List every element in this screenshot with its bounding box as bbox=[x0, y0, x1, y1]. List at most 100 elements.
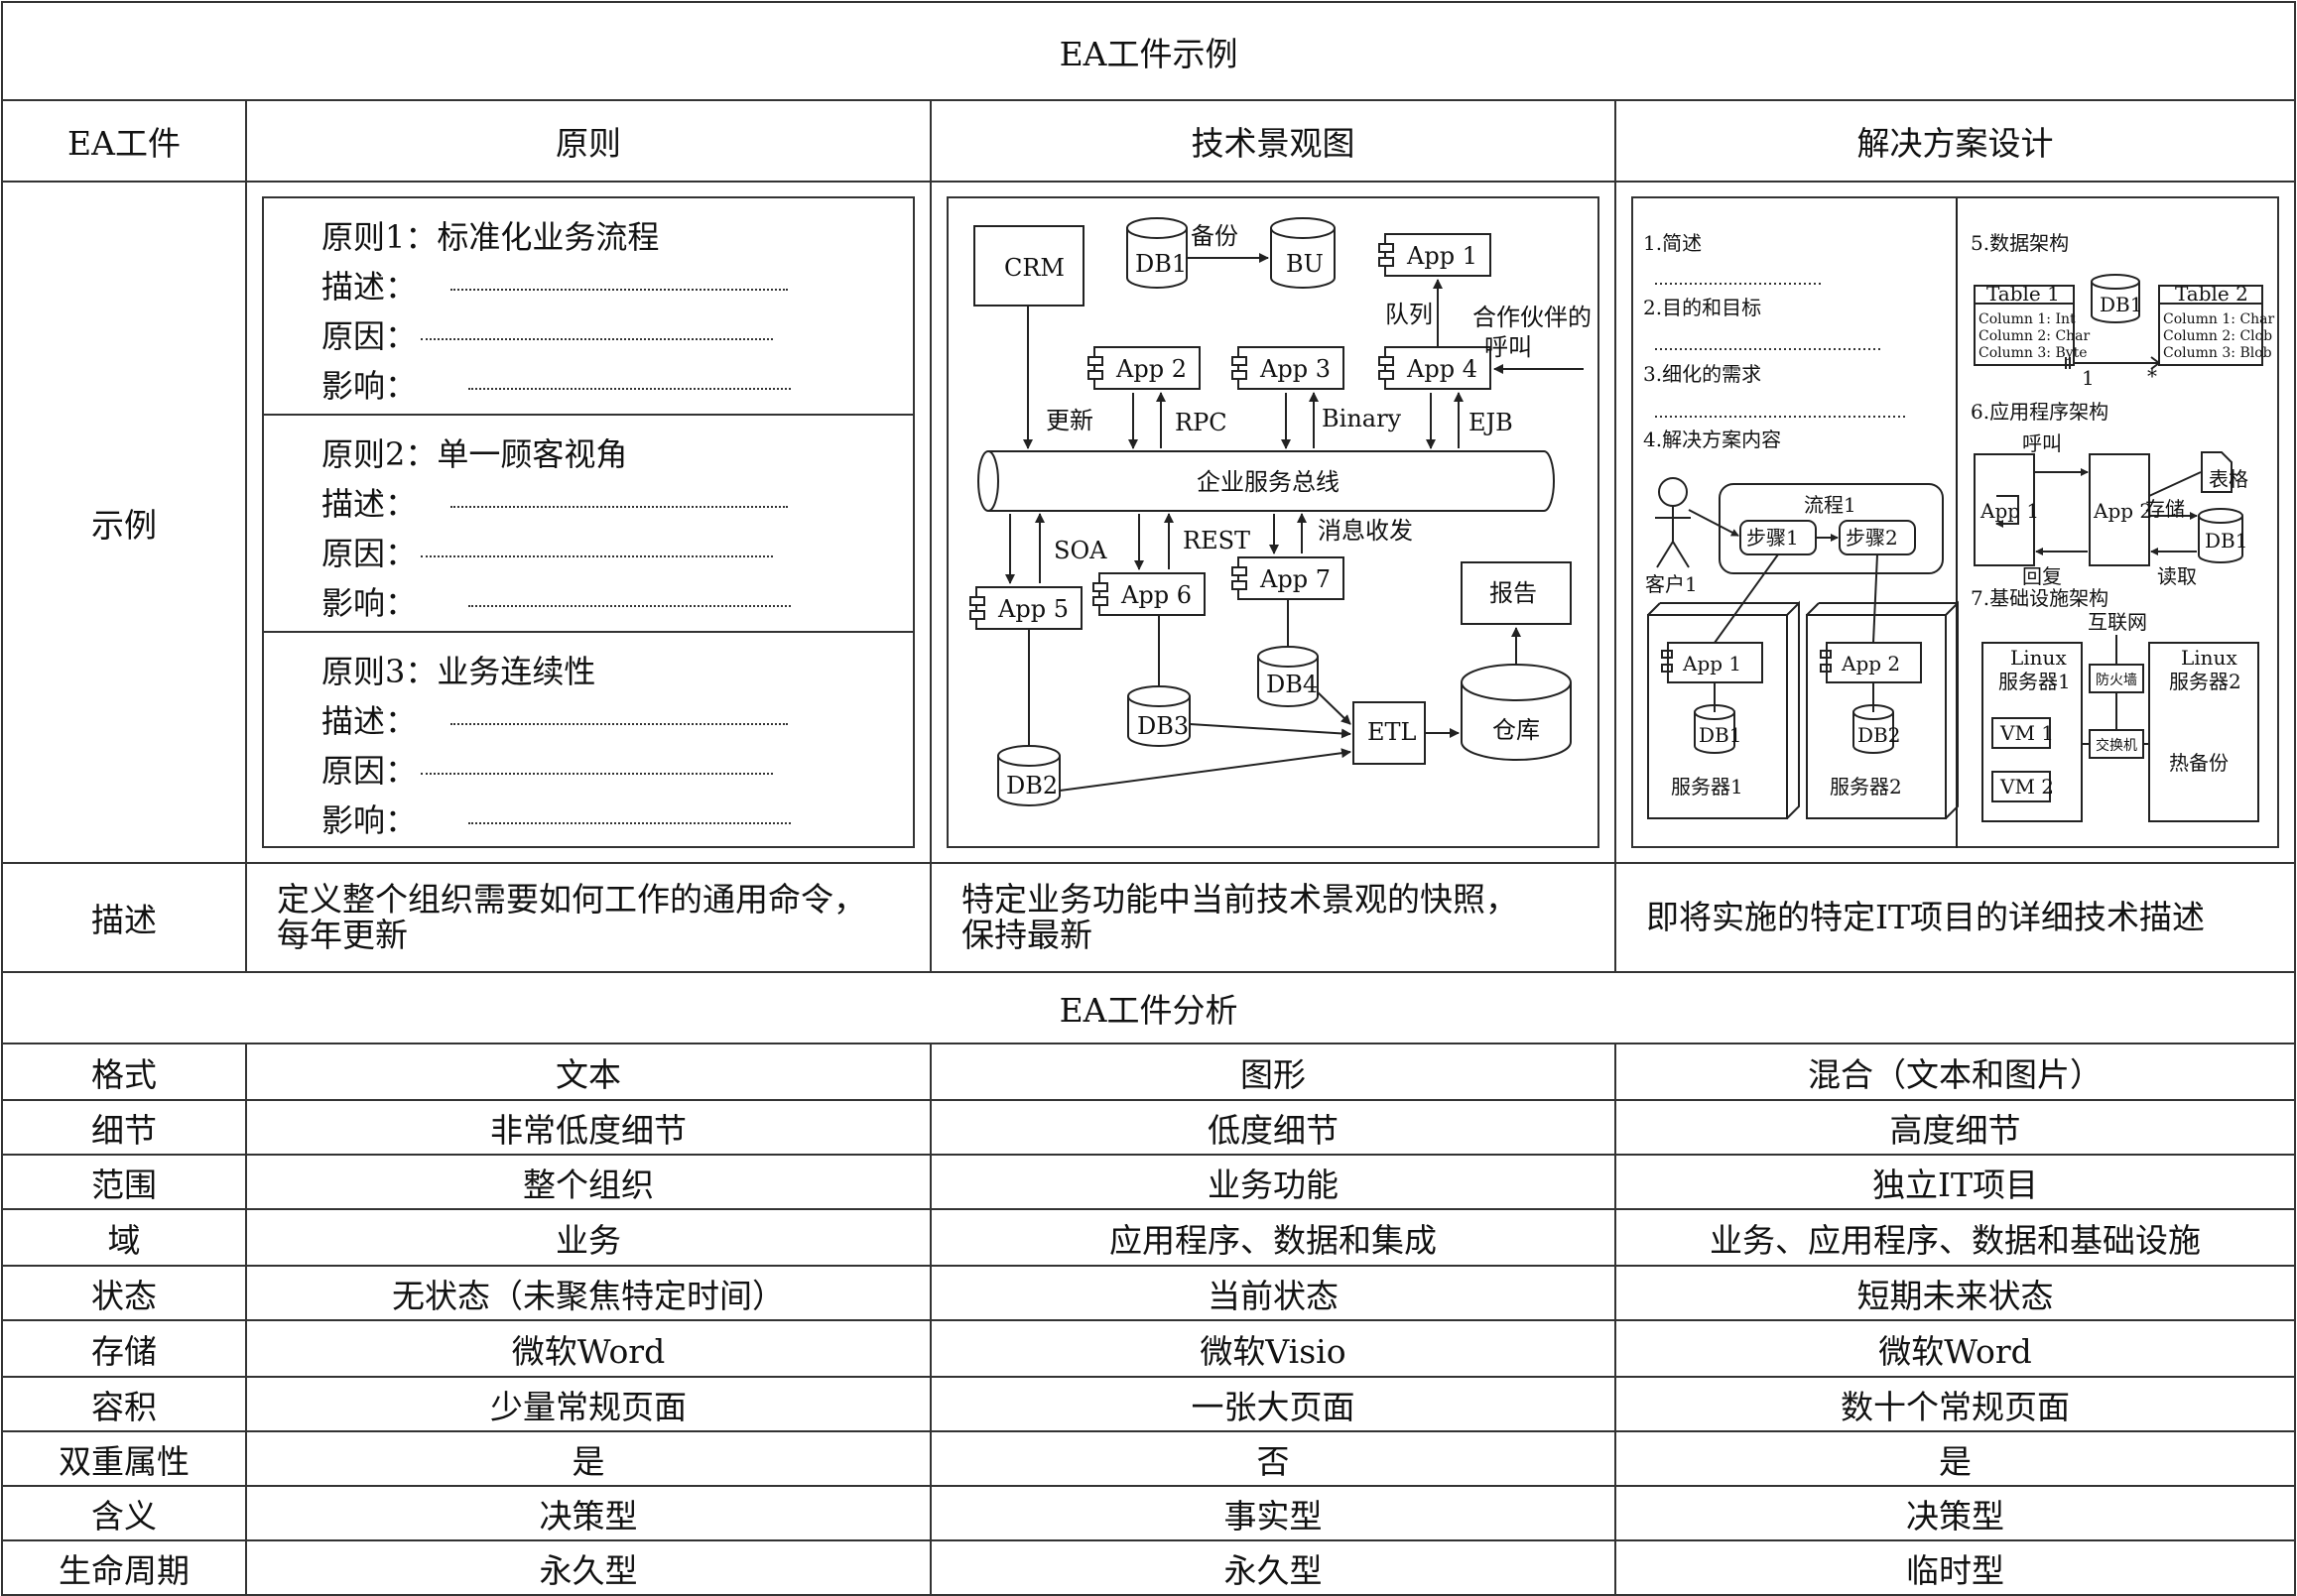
sol-linux2b: 服务器2 bbox=[2169, 670, 2241, 693]
desc-landscape: 特定业务功能中当前技术景观的快照， 保持最新 bbox=[930, 862, 1616, 973]
principle-reason-text: 原因： bbox=[321, 535, 418, 572]
sol-flow: 流程1 bbox=[1804, 493, 1856, 517]
principle-desc-text: 描述： bbox=[321, 702, 418, 740]
sol-linux1a: Linux bbox=[2010, 646, 2067, 670]
analysis-cell: 混合（文本和图片） bbox=[1613, 1043, 2297, 1101]
analysis-cell: 当前状态 bbox=[930, 1265, 1616, 1321]
sol-sheet: 表格 bbox=[2209, 467, 2248, 491]
sol-s4: 4.解决方案内容 bbox=[1643, 428, 1781, 451]
analysis-row-label: 域 bbox=[1, 1208, 247, 1267]
header-landscape: 技术景观图 bbox=[930, 99, 1616, 183]
sol-internet: 互联网 bbox=[2088, 610, 2147, 634]
sol-star: * bbox=[2147, 364, 2157, 388]
analysis-cell: 高度细节 bbox=[1613, 1099, 2297, 1156]
principle-impact: 影响： bbox=[321, 361, 792, 407]
landscape-svg: CRM DB1 备份 BU App 1 App 2 App 3 App 4 Ap… bbox=[969, 217, 1592, 806]
principle-impact-text: 影响： bbox=[321, 801, 418, 839]
principle-reason-text: 原因： bbox=[321, 317, 418, 355]
sol-t1c3: Column 3: Byte bbox=[1978, 345, 2088, 361]
principle-block: 原则2：单一顾客视角描述：原因：影响： bbox=[264, 416, 913, 633]
analysis-row-label: 存储 bbox=[1, 1319, 247, 1378]
analysis-cell: 临时型 bbox=[1613, 1539, 2297, 1596]
app2-label: App 2 bbox=[1115, 355, 1187, 383]
sol-server2: 服务器2 bbox=[1830, 775, 1902, 798]
principles-box: 原则1：标准化业务流程描述：原因：影响：原则2：单一顾客视角描述：原因：影响：原… bbox=[262, 196, 915, 848]
app4-label: App 4 bbox=[1406, 355, 1477, 383]
analysis-row-label: 双重属性 bbox=[1, 1430, 247, 1487]
analysis-row-label: 容积 bbox=[1, 1376, 247, 1432]
principle-reason-text: 原因： bbox=[321, 752, 418, 790]
analysis-row-label: 范围 bbox=[1, 1154, 247, 1210]
desc-principles-line2: 每年更新 bbox=[277, 916, 408, 954]
sol-s1: 1.简述 bbox=[1643, 231, 1702, 255]
sol-app2: App 2 bbox=[1841, 652, 1900, 675]
sol-t2c3: Column 3: Blob bbox=[2163, 345, 2272, 361]
sol-s5: 5.数据架构 bbox=[1971, 231, 2069, 255]
principle-desc-text: 描述： bbox=[321, 268, 418, 306]
analysis-cell: 是 bbox=[245, 1430, 932, 1487]
sol-switch: 交换机 bbox=[2096, 737, 2137, 754]
analysis-cell: 决策型 bbox=[245, 1485, 932, 1541]
analysis-row-label: 生命周期 bbox=[1, 1539, 247, 1596]
principle-reason: 原因： bbox=[321, 529, 774, 574]
principle-title: 原则1：标准化业务流程 bbox=[321, 212, 659, 258]
analysis-row-label: 细节 bbox=[1, 1099, 247, 1156]
report-label: 报告 bbox=[1489, 579, 1537, 607]
app5-label: App 5 bbox=[997, 595, 1069, 623]
sol-s6: 6.应用程序架构 bbox=[1971, 400, 2108, 424]
solution-diagram: 1.简述 2.目的和目标 3.细化的需求 4.解决方案内容 5.数据架构 6.应… bbox=[1631, 196, 2280, 848]
landscape-diagram: CRM DB1 备份 BU App 1 App 2 App 3 App 4 Ap… bbox=[947, 196, 1599, 848]
soa-label: SOA bbox=[1054, 537, 1107, 564]
analysis-cell: 数十个常规页面 bbox=[1613, 1376, 2297, 1432]
desc-solution-line1: 即将实施的特定IT项目的详细技术描述 bbox=[1646, 898, 2206, 936]
principle-title: 原则2：单一顾客视角 bbox=[321, 430, 627, 475]
analysis-row-label: 含义 bbox=[1, 1485, 247, 1541]
analysis-cell: 是 bbox=[1613, 1430, 2297, 1487]
sol-customer: 客户1 bbox=[1645, 572, 1698, 596]
header-solution: 解决方案设计 bbox=[1613, 99, 2297, 183]
analysis-cell: 永久型 bbox=[930, 1539, 1616, 1596]
sol-read: 读取 bbox=[2157, 564, 2197, 588]
principle-desc: 描述： bbox=[321, 262, 789, 307]
dotted-placeholder bbox=[421, 772, 774, 775]
sol-step2: 步骤2 bbox=[1846, 526, 1898, 550]
queue-label: 队列 bbox=[1385, 301, 1433, 328]
analysis-cell: 一张大页面 bbox=[930, 1376, 1616, 1432]
db1-label: DB1 bbox=[1135, 250, 1187, 278]
sol-one: 1 bbox=[2082, 366, 2095, 390]
analysis-row-label: 格式 bbox=[1, 1043, 247, 1101]
analysis-cell: 事实型 bbox=[930, 1485, 1616, 1541]
analysis-cell: 应用程序、数据和集成 bbox=[930, 1208, 1616, 1267]
sol-vm2: VM 2 bbox=[1999, 775, 2054, 798]
principle-impact: 影响： bbox=[321, 796, 792, 841]
title-examples: EA工件示例 bbox=[0, 1, 2297, 101]
dotted-placeholder bbox=[468, 821, 792, 824]
app1-label: App 1 bbox=[1406, 242, 1477, 270]
principle-title-text: 原则1：标准化业务流程 bbox=[321, 218, 660, 256]
principle-desc-text: 描述： bbox=[321, 485, 418, 523]
analysis-cell: 业务、应用程序、数据和基础设施 bbox=[1613, 1208, 2297, 1267]
sol-vm1: VM 1 bbox=[1999, 721, 2054, 745]
solution-cell: 1.简述 2.目的和目标 3.细化的需求 4.解决方案内容 5.数据架构 6.应… bbox=[1613, 181, 2297, 864]
title-analysis: EA工件分析 bbox=[0, 971, 2297, 1044]
sol-s7: 7.基础设施架构 bbox=[1971, 586, 2108, 610]
etl-label: ETL bbox=[1367, 718, 1417, 746]
sol-call: 呼叫 bbox=[2022, 431, 2062, 455]
app6-label: App 6 bbox=[1120, 581, 1192, 609]
principle-block: 原则1：标准化业务流程描述： 原因： 影响： bbox=[264, 198, 913, 416]
rest-label: REST bbox=[1183, 527, 1250, 554]
analysis-cell: 业务功能 bbox=[930, 1154, 1616, 1210]
header-principles: 原则 bbox=[245, 99, 932, 183]
analysis-cell: 否 bbox=[930, 1430, 1616, 1487]
principle-desc: 描述： bbox=[321, 479, 789, 525]
header-artifact: EA工件 bbox=[1, 99, 247, 183]
analysis-cell: 图形 bbox=[930, 1043, 1616, 1101]
analysis-row: 容积少量常规页面一张大页面数十个常规页面 bbox=[1, 1376, 2297, 1432]
dotted-placeholder bbox=[450, 722, 789, 725]
crm-label: CRM bbox=[1004, 254, 1065, 282]
example-label: 示例 bbox=[1, 181, 247, 864]
analysis-cell: 少量常规页面 bbox=[245, 1376, 932, 1432]
